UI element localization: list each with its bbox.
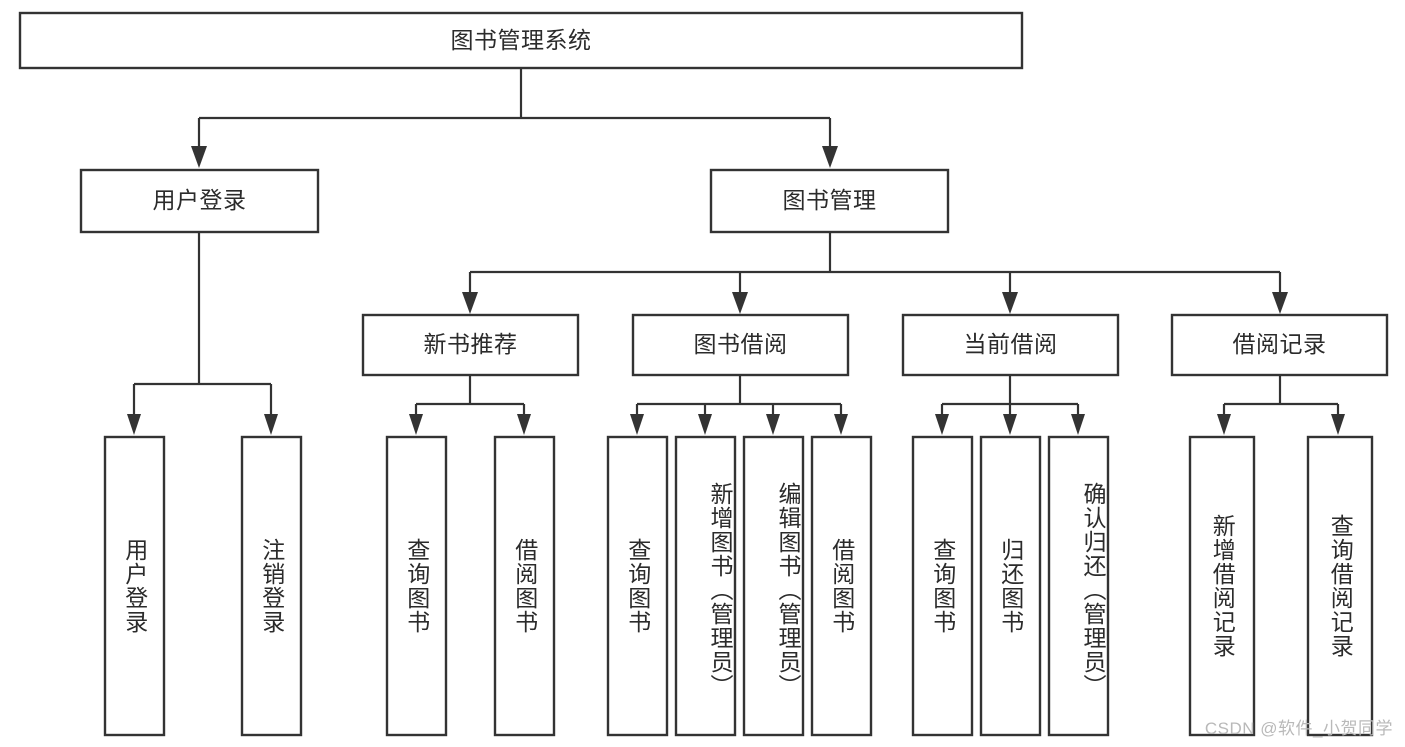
node-box-root[interactable] (18, 11, 1024, 70)
connector-group-bookmgmt (462, 232, 1288, 314)
arrow-head-bookborrow-l1 (630, 414, 644, 435)
node-box-leaf-new-book-1[interactable] (493, 435, 556, 737)
node-box-leaf-current-borrow-0[interactable] (911, 435, 974, 737)
arrow-head-bookmgmt (822, 146, 838, 168)
node-box-leaf-book-borrow-0[interactable] (606, 435, 669, 737)
node-box-leaf-user-login-1[interactable] (240, 435, 303, 737)
arrow-head-currentborrow-l2 (1003, 414, 1017, 435)
arrow-head-userlogin-leaf2 (264, 414, 278, 435)
node-box-new-book-recommend[interactable] (361, 313, 580, 377)
node-box-leaf-book-borrow-1[interactable] (674, 435, 737, 737)
node-box-borrow-record[interactable] (1170, 313, 1389, 377)
node-box-leaf-current-borrow-2[interactable] (1047, 435, 1110, 737)
arrow-head-userlogin-leaf1 (127, 414, 141, 435)
arrow-head-borrowrecord-l2 (1331, 414, 1345, 435)
arrow-head-borrowrecord (1272, 292, 1288, 314)
connector-group-currentborrow (935, 375, 1085, 435)
arrow-head-bookborrow-l3 (766, 414, 780, 435)
arrow-head-currentborrow-l1 (935, 414, 949, 435)
arrow-head-newbook (462, 292, 478, 314)
connector-group-bookborrow (630, 375, 848, 435)
arrow-head-newbook-l2 (517, 414, 531, 435)
node-box-leaf-user-login-0[interactable] (103, 435, 166, 737)
arrow-head-bookborrow-l4 (834, 414, 848, 435)
node-box-book-management[interactable] (709, 168, 950, 234)
arrow-head-bookborrow (732, 292, 748, 314)
connector-group-userlogin (127, 232, 278, 435)
node-box-leaf-borrow-record-1[interactable] (1306, 435, 1374, 737)
arrow-head-userlogin (191, 146, 207, 168)
arrow-head-newbook-l1 (409, 414, 423, 435)
arrow-head-currentborrow-l3 (1071, 414, 1085, 435)
node-box-book-borrow[interactable] (631, 313, 850, 377)
connector-group-newbook (409, 375, 531, 435)
node-box-leaf-book-borrow-3[interactable] (810, 435, 873, 737)
node-box-leaf-current-borrow-1[interactable] (979, 435, 1042, 737)
connector-group-borrowrecord (1217, 375, 1345, 435)
arrow-head-currentborrow (1002, 292, 1018, 314)
node-box-leaf-book-borrow-2[interactable] (742, 435, 805, 737)
node-box-leaf-borrow-record-0[interactable] (1188, 435, 1256, 737)
node-box-user-login[interactable] (79, 168, 320, 234)
connector-group-root (191, 68, 838, 168)
arrow-head-bookborrow-l2 (698, 414, 712, 435)
node-box-current-borrow[interactable] (901, 313, 1120, 377)
node-box-leaf-new-book-0[interactable] (385, 435, 448, 737)
arrow-head-borrowrecord-l1 (1217, 414, 1231, 435)
